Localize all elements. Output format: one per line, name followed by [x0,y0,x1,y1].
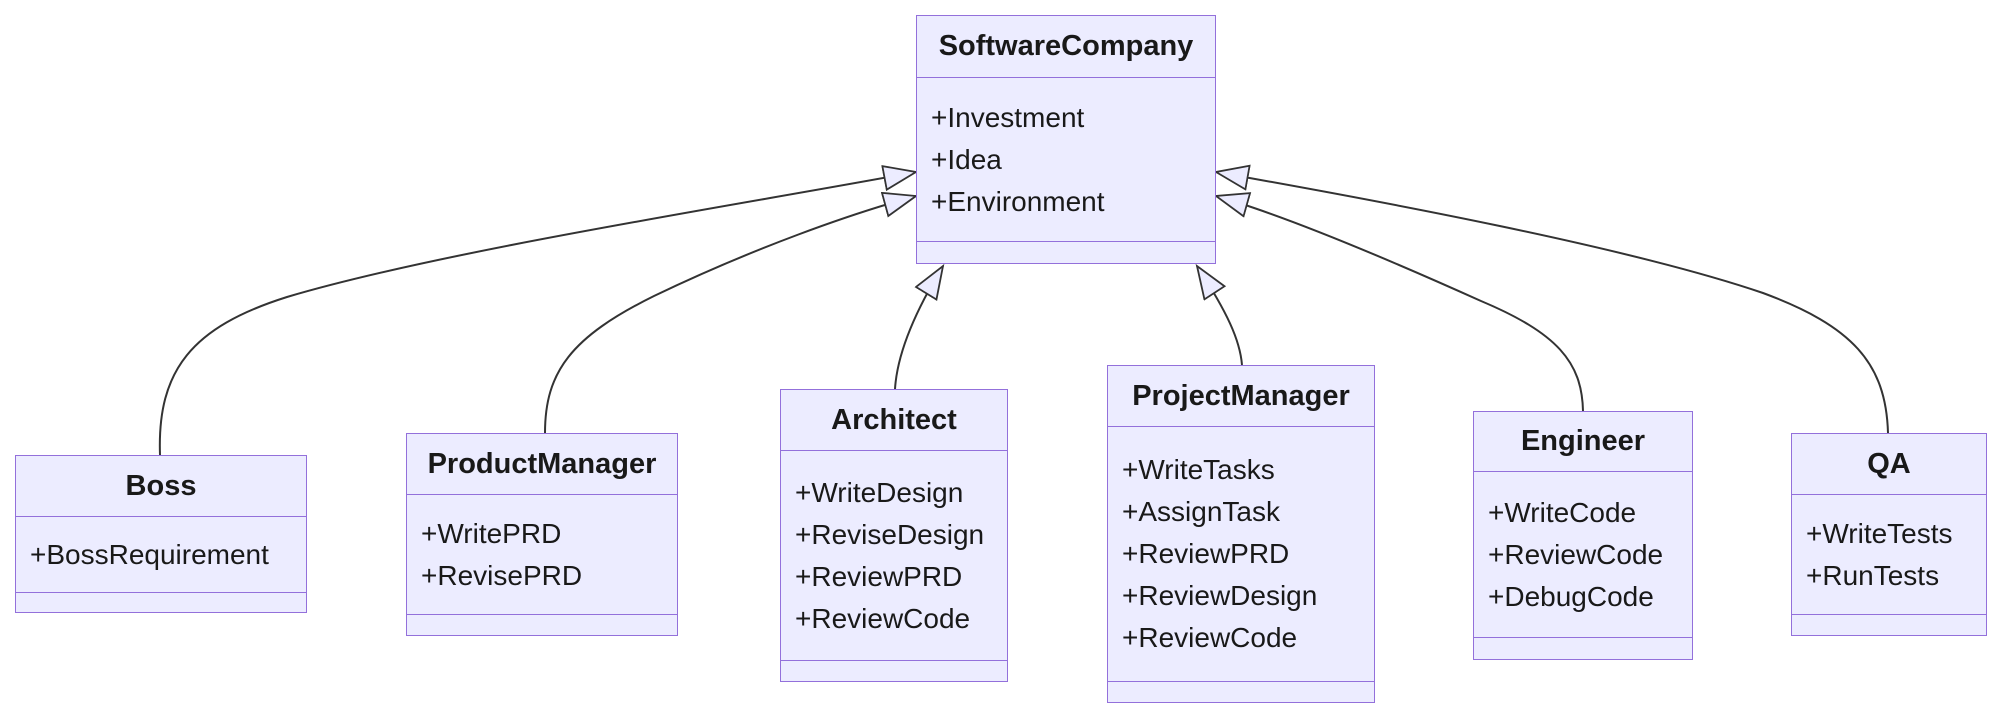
attribute: +RevisePRD [421,559,583,591]
attribute: +ReviewDesign [1122,580,1318,611]
class-attributes: +WriteTests +RunTests [1792,495,1986,614]
edge-architect-to-softwarecompany [894,266,943,390]
attribute: +ReviewCode [1488,538,1664,570]
class-attributes: +WriteDesign +ReviseDesign +ReviewPRD +R… [781,451,1007,660]
attribute: +RunTests [1806,559,1940,591]
class-attributes: +WritePRD +RevisePRD [407,495,677,614]
class-methods-empty [917,241,1215,263]
attribute: +BossRequirement [30,538,269,570]
attribute: +WriteTests [1806,517,1953,549]
class-title: Engineer [1474,412,1692,472]
class-node-productmanager: ProductManager +WritePRD +RevisePRD [406,433,678,636]
class-title: Boss [16,456,306,517]
class-title: ProjectManager [1108,366,1374,427]
class-attributes: +WriteTasks +AssignTask +ReviewPRD +Revi… [1108,427,1374,681]
class-node-softwarecompany: SoftwareCompany +Investment +Idea +Envir… [916,15,1216,264]
attribute: +WriteCode [1488,496,1637,528]
attribute: +DebugCode [1488,580,1654,612]
class-methods-empty [407,614,677,635]
class-attributes: +WriteCode +ReviewCode +DebugCode [1474,472,1692,637]
attribute: +WriteTasks [1122,454,1275,485]
class-methods-empty [16,592,306,612]
class-node-qa: QA +WriteTests +RunTests [1791,433,1987,636]
attribute: +ReviewCode [1122,622,1298,653]
attribute: +ReviewPRD [1122,538,1290,569]
attribute: +ReviewPRD [795,560,963,592]
class-title: ProductManager [407,434,677,495]
attribute: +AssignTask [1122,496,1280,527]
class-node-projectmanager: ProjectManager +WriteTasks +AssignTask +… [1107,365,1375,703]
class-attributes: +BossRequirement [16,517,306,592]
class-methods-empty [1108,681,1374,702]
class-attributes: +Investment +Idea +Environment [917,78,1215,241]
class-title: SoftwareCompany [917,16,1215,78]
class-node-architect: Architect +WriteDesign +ReviseDesign +Re… [780,389,1008,682]
attribute: +Idea [931,143,1002,175]
attribute: +WritePRD [421,517,562,549]
class-node-engineer: Engineer +WriteCode +ReviewCode +DebugCo… [1473,411,1693,660]
attribute: +Investment [931,101,1085,133]
class-methods-empty [1792,614,1986,635]
class-title: Architect [781,390,1007,451]
edge-projectmanager-to-softwarecompany [1197,266,1243,366]
class-title: QA [1792,434,1986,495]
class-methods-empty [1474,637,1692,659]
attribute: +WriteDesign [795,476,964,508]
attribute: +ReviseDesign [795,518,985,550]
attribute: +Environment [931,185,1105,217]
class-node-boss: Boss +BossRequirement [15,455,307,613]
class-methods-empty [781,660,1007,681]
attribute: +ReviewCode [795,602,971,634]
